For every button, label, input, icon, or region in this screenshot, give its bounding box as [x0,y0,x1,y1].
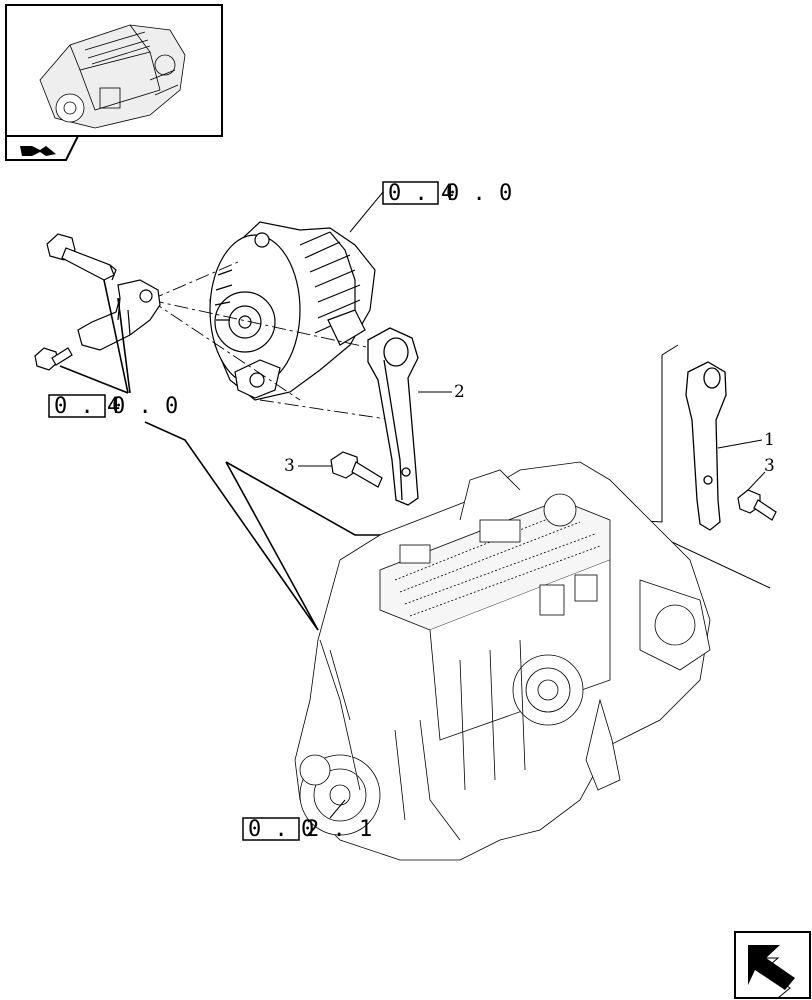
reference-tail-code: 0 . 0 [446,181,512,206]
callout-2: 2 [454,382,465,402]
long-bolt-icon [46,233,117,281]
support-bracket-icon [77,279,161,351]
reference-boxed-code: 0 . 4 [388,181,454,206]
reference-label-bracket[interactable]: 0 . 4 0 . 0 [48,394,178,419]
reference-tail-code: 2 . 1 [306,817,372,842]
screw-icon [737,489,777,521]
thumbnail-panel[interactable] [5,4,223,161]
alternator-icon [209,221,376,401]
return-arrow-icon[interactable] [5,135,80,161]
callout-3: 3 [764,456,775,476]
callout-1: 1 [764,430,775,450]
alternator-bracket-right-icon [685,361,727,531]
alternator-bracket-icon [367,327,419,506]
next-page-arrow-icon[interactable] [734,931,811,999]
engine-assembly-icon [294,461,711,861]
reference-boxed-code: 0 . 4 [54,394,120,419]
callout-3: 3 [284,456,295,476]
reference-label-engine[interactable]: 0 . 0 2 . 1 [242,817,372,842]
reference-boxed-code: 0 . 0 [248,817,314,842]
short-bolt-icon [34,347,73,371]
engine-thumbnail-icon [39,24,186,129]
reference-tail-code: 0 . 0 [112,394,178,419]
alignment-lines [149,261,394,421]
screw-icon [330,451,383,488]
reference-label-alternator[interactable]: 0 . 4 0 . 0 [382,181,512,206]
